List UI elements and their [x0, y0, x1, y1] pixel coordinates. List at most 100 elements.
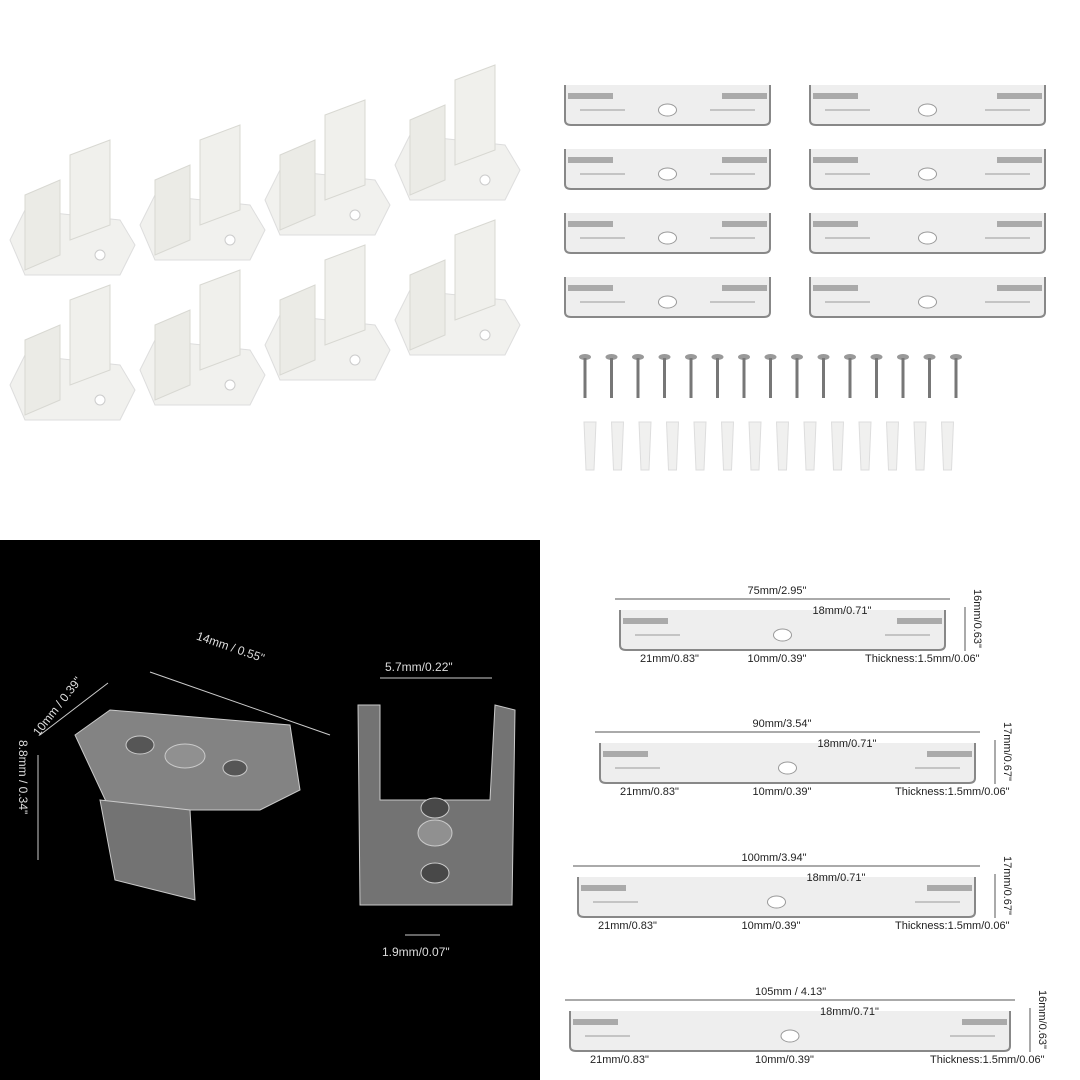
thickness-label: Thickness:1.5mm/0.06" — [895, 786, 1010, 798]
bracket-kit-image — [564, 85, 1046, 471]
screw-head — [632, 354, 644, 360]
bracket-dimension-block: 75mm/2.95"18mm/0.71"21mm/0.83"10mm/0.39"… — [540, 585, 1080, 665]
screw — [897, 354, 909, 398]
wall-anchor — [830, 421, 845, 471]
bolt — [722, 93, 767, 99]
length-label: 105mm / 4.13" — [755, 986, 827, 998]
bolt — [997, 285, 1042, 291]
clip-fin — [154, 309, 191, 401]
clip-fin — [24, 179, 61, 271]
bolt — [927, 885, 972, 891]
dimension-bracket — [599, 743, 976, 784]
width-dim-line — [39, 682, 109, 736]
center-hole — [658, 103, 677, 117]
clip-boss — [164, 743, 206, 769]
clip-boss — [417, 819, 453, 847]
length-label: 75mm/2.95" — [747, 585, 807, 597]
clip-hole-gap-label: 1.9mm/0.07" — [382, 945, 450, 959]
screw-head — [711, 354, 724, 360]
screw — [579, 354, 591, 398]
bracket-dimension-block: 90mm/3.54"18mm/0.71"21mm/0.83"10mm/0.39"… — [540, 718, 1080, 798]
slot-length-label: 21mm/0.83" — [590, 1054, 649, 1066]
clip-fin — [99, 799, 196, 901]
clip-hole — [94, 249, 106, 261]
center-hole — [658, 167, 677, 181]
hole-diameter-label: 10mm/0.39" — [755, 1054, 814, 1066]
clip-hole — [94, 394, 106, 406]
kit-bracket — [564, 85, 771, 126]
screw-head — [897, 354, 909, 360]
clip-fin — [324, 244, 366, 346]
bolt — [813, 93, 858, 99]
bracket-dimension-drawing — [565, 598, 1031, 1052]
slot-length-label: 21mm/0.83" — [620, 786, 679, 798]
height-label: 17mm/0.67" — [1001, 856, 1013, 915]
wall-anchor — [583, 421, 597, 471]
screw — [605, 354, 618, 398]
clear-clips-photo — [0, 0, 540, 540]
screw-head — [685, 354, 697, 360]
clear-clip — [139, 269, 266, 406]
bolt — [573, 1019, 618, 1025]
clear-clip — [9, 284, 136, 421]
clip-fin — [279, 284, 316, 376]
screw — [685, 354, 697, 398]
wall-anchor — [913, 421, 927, 471]
wall-anchor — [775, 421, 790, 471]
clip-fin — [279, 139, 316, 231]
kit-bracket — [564, 149, 771, 190]
screw — [950, 354, 962, 398]
bracket-kit-photo — [540, 0, 1080, 540]
wall-anchor — [803, 421, 817, 471]
screw-head — [738, 354, 750, 360]
thickness-label: Thickness:1.5mm/0.06" — [865, 653, 980, 665]
clip-fin — [454, 219, 496, 321]
bolt — [997, 221, 1042, 227]
hole-diameter-label: 10mm/0.39" — [741, 920, 801, 932]
screw — [791, 354, 803, 398]
bolt — [568, 157, 613, 163]
center-hole — [658, 231, 677, 245]
clear-clip — [264, 244, 391, 381]
bolt — [568, 93, 613, 99]
screw-head — [579, 354, 591, 360]
dimension-bracket — [619, 610, 946, 651]
screw — [844, 354, 856, 398]
center-hole — [918, 231, 937, 245]
wall-anchor — [720, 421, 735, 471]
dimension-bracket — [577, 877, 976, 918]
clip-hole — [224, 379, 236, 391]
clip-hole — [420, 862, 450, 884]
clip-dimension-drawing — [37, 671, 516, 936]
height-label: 16mm/0.63" — [1036, 990, 1048, 1049]
screw-head — [950, 354, 962, 360]
wall-anchor — [665, 421, 680, 471]
wall-anchor — [885, 421, 900, 471]
clip-hole — [222, 759, 248, 777]
thickness-label: Thickness:1.5mm/0.06" — [930, 1054, 1045, 1066]
clear-clip — [139, 124, 266, 261]
clip-fin — [69, 284, 111, 386]
depth-label: 18mm/0.71" — [806, 872, 866, 884]
bracket-dimension-block: 105mm / 4.13" 18mm/0.71" 21mm/0.83" 10mm/0.… — [540, 986, 1080, 1066]
bolt — [581, 885, 626, 891]
bolt — [623, 618, 668, 624]
screw — [632, 354, 644, 398]
center-hole — [773, 628, 792, 642]
kit-bracket — [809, 149, 1046, 190]
depth-label: 18mm/0.71" — [820, 1006, 879, 1018]
clear-clip — [264, 99, 391, 236]
center-hole — [778, 761, 797, 775]
wall-anchor — [940, 421, 955, 471]
kit-bracket — [564, 213, 771, 254]
clip-fin — [409, 104, 446, 196]
clip-fin — [199, 124, 241, 226]
hole-diameter-label: 10mm/0.39" — [747, 653, 807, 665]
clip-fin — [199, 269, 241, 371]
bracket-dimension-block: 100mm/3.94"18mm/0.71"21mm/0.83"10mm/0.39… — [540, 852, 1080, 932]
clip-fin — [454, 64, 496, 166]
clip-hole — [125, 735, 155, 755]
clip-hole — [479, 329, 491, 341]
bolt — [927, 751, 972, 757]
slot-length-label: 21mm/0.83" — [598, 920, 657, 932]
